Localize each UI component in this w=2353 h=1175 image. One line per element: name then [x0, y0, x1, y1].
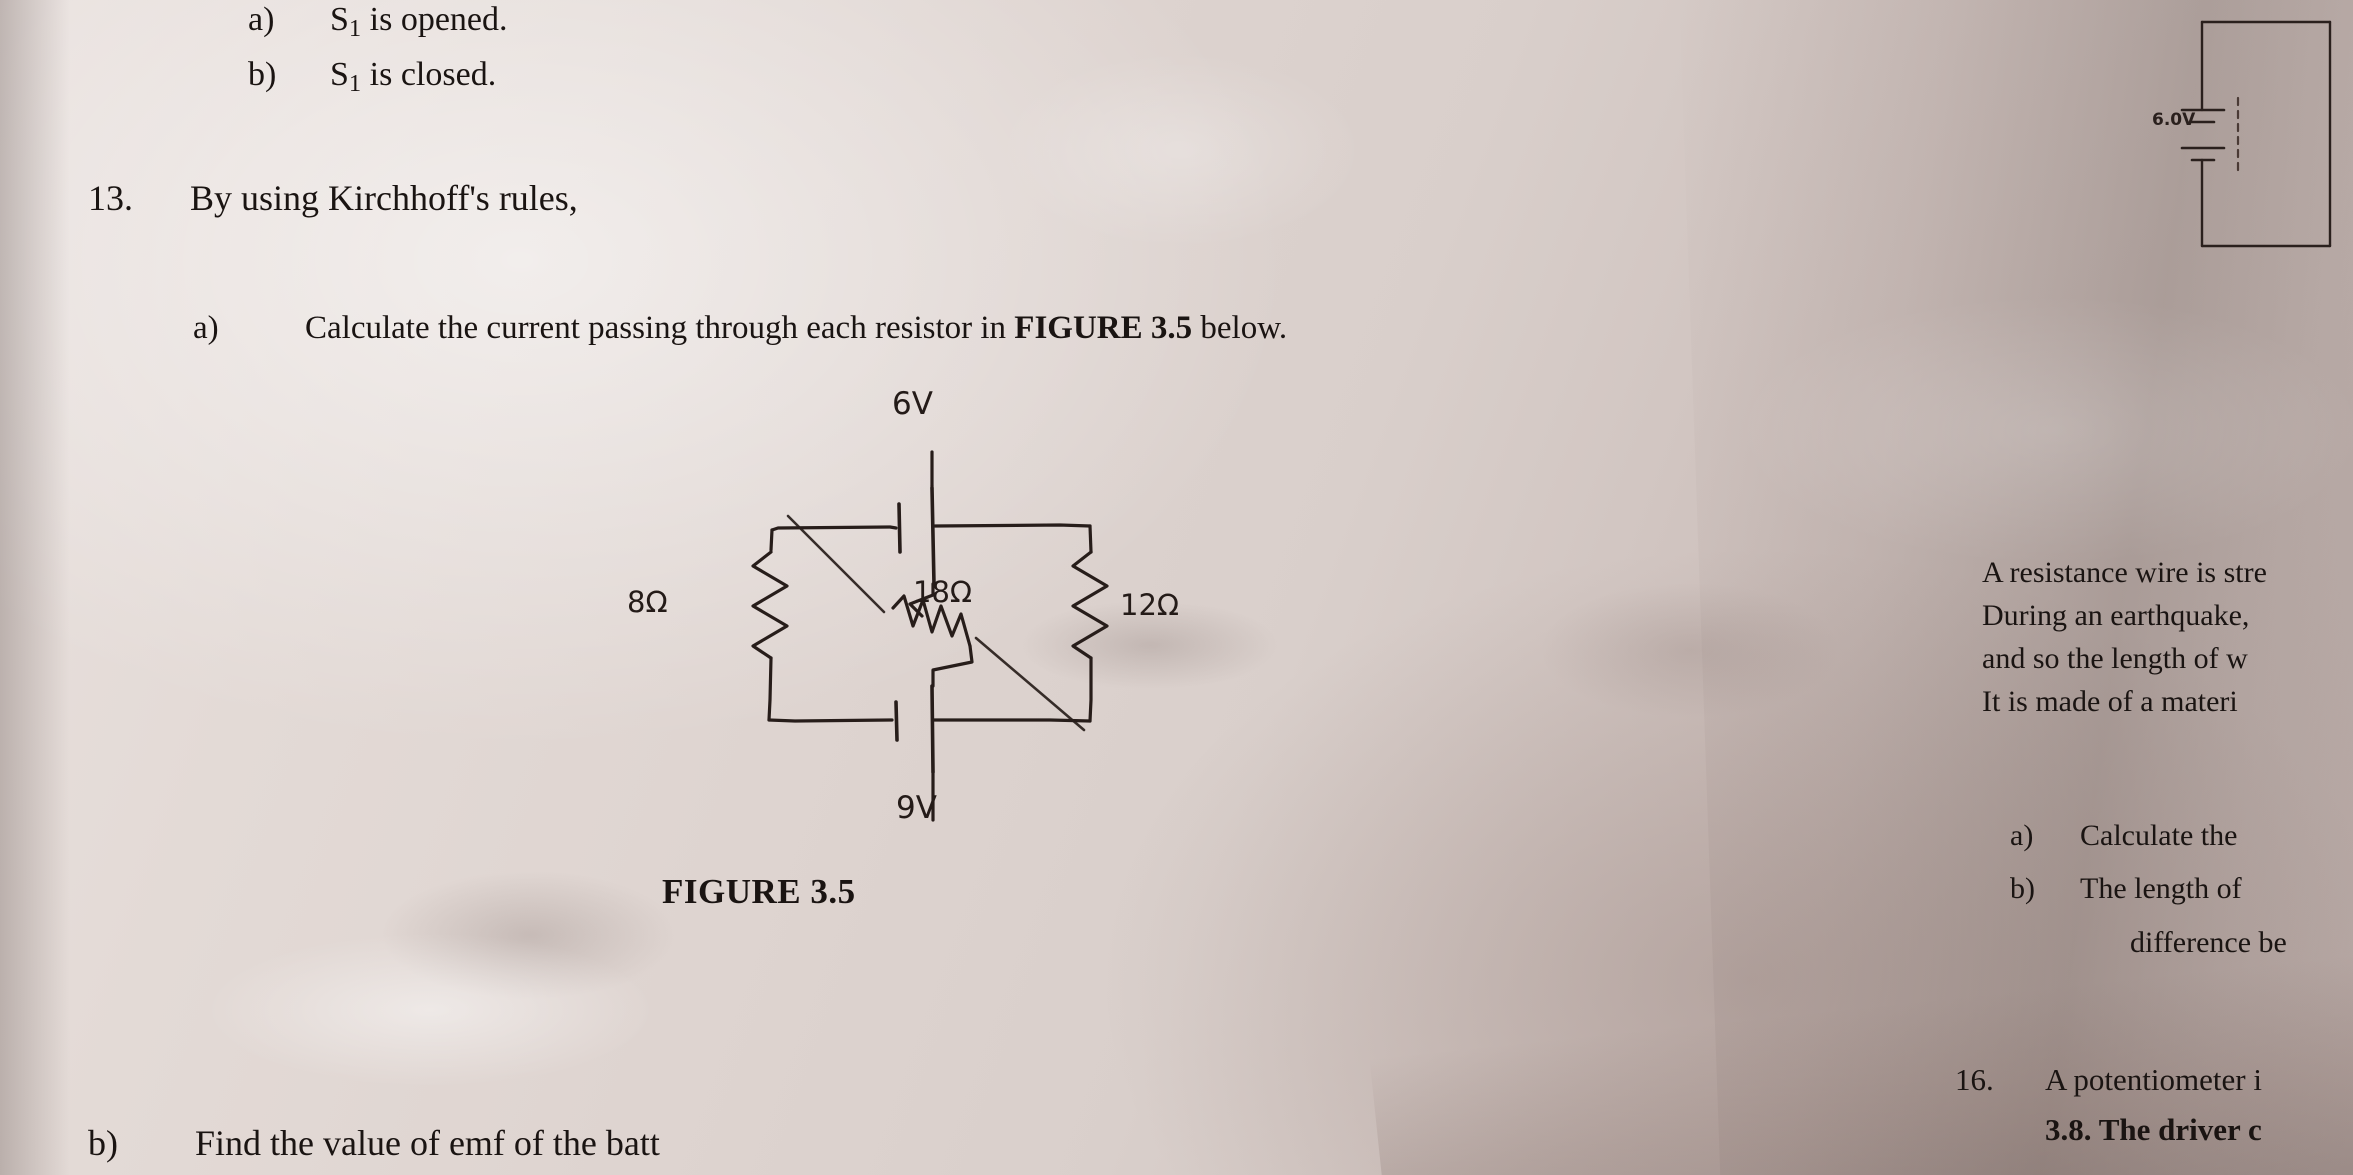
question-16-number: 16. [1955, 1062, 1994, 1097]
right-continuation-line: difference be [2130, 926, 2287, 959]
list-item-a-text: S1 is opened. [330, 1, 508, 43]
q13a-text-before: Calculate the current passing through ea… [305, 310, 1015, 346]
question-13-number: 13. [88, 178, 133, 218]
question-16-second-line-text: 3.8. The driver c [2045, 1112, 2262, 1147]
paper-smudge [380, 870, 680, 1000]
question-13-text: By using Kirchhoff's rules, [190, 178, 578, 218]
label-8-ohm: 8Ω [627, 585, 668, 619]
question-16-text: A potentiometer i [2045, 1062, 2262, 1097]
right-part-a-label: a) [2010, 819, 2034, 852]
label-18-ohm: 18Ω [913, 575, 973, 609]
figure-3-5-circuit-diagram: 6V 9V 8Ω 18Ω 12Ω [627, 386, 1220, 860]
question-13a-text: Calculate the current passing through ea… [305, 310, 1287, 348]
right-part-b-text: The length of [2080, 872, 2242, 905]
figure-caption: FIGURE 3.5 [662, 872, 856, 911]
q13a-text-after: below. [1192, 310, 1288, 346]
list-item-b-label: b) [248, 56, 277, 93]
bottom-item-b-label: b) [88, 1126, 118, 1163]
list-item-b-text: S1 is closed. [330, 56, 497, 98]
right-paragraph-line-2: During an earthquake, [1982, 599, 2250, 632]
right-paragraph-line-4: It is made of a materi [1982, 685, 2238, 718]
bottom-cut-text-clip: b) Find the value of emf of the batt [0, 1126, 1400, 1175]
right-paragraph-line-3: and so the length of w [1982, 642, 2248, 675]
mini-figure-label-6v: 6.0V [2152, 110, 2196, 130]
right-part-a-text: Calculate the [2080, 819, 2238, 852]
right-part-b-label: b) [2010, 872, 2035, 905]
bottom-item-b-text: Find the value of emf of the batt [195, 1126, 660, 1163]
list-item-a-label: a) [248, 1, 275, 38]
question-16-second-line: 3.8. The driver c [2045, 1108, 2262, 1152]
label-6v: 6V [892, 386, 933, 422]
q13a-figure-ref: FIGURE 3.5 [1014, 310, 1193, 346]
mini-circuit-diagram: 6.0V [2152, 10, 2353, 270]
label-12-ohm: 12Ω [1120, 588, 1180, 622]
question-13a-label: a) [193, 310, 219, 346]
page-left-shadow [0, 0, 70, 1175]
label-9v: 9V [896, 790, 937, 826]
right-paragraph-line-1: A resistance wire is stre [1982, 556, 2267, 589]
